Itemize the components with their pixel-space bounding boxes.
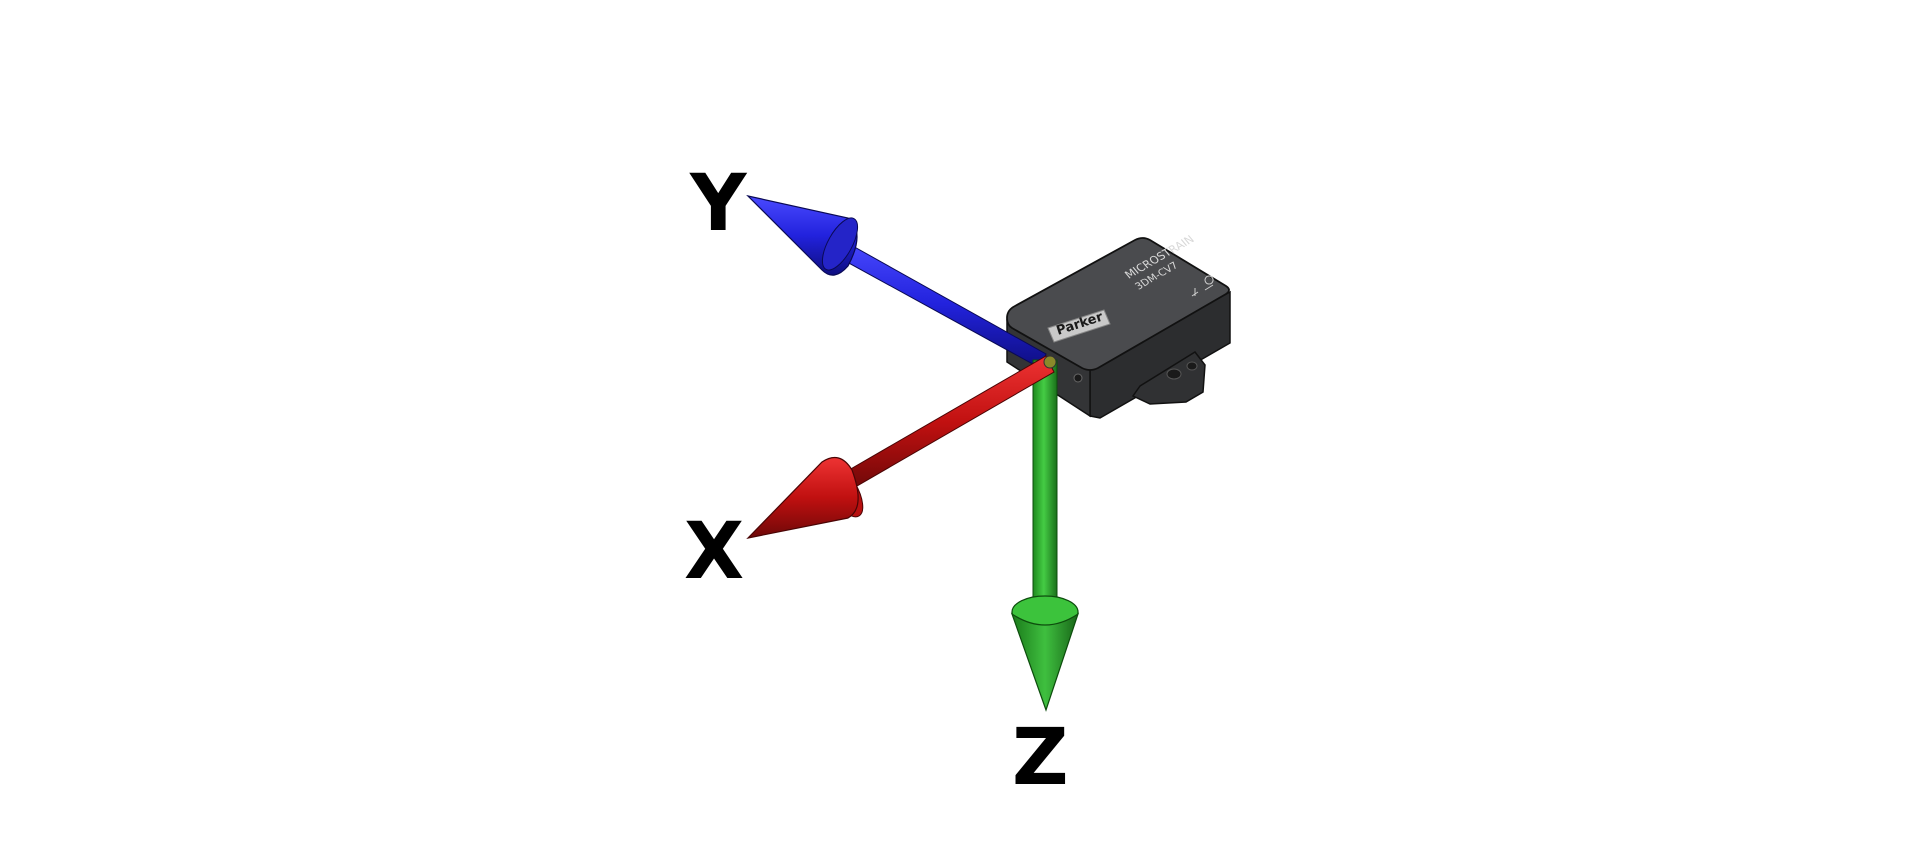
z-axis-arrow	[1010, 359, 1080, 712]
x-axis-cone	[746, 456, 859, 539]
y-axis-cone-base	[821, 217, 859, 271]
y-axis-arrow	[746, 194, 1047, 369]
z-axis-label: Z	[1012, 713, 1069, 803]
x-axis-shaft	[841, 355, 1055, 491]
device-connector-port	[1073, 373, 1083, 383]
z-axis-cone	[1010, 612, 1080, 712]
y-axis-shaft	[835, 239, 1047, 369]
x-axis-label: X	[684, 507, 744, 597]
x-axis-arrow	[746, 355, 1055, 539]
z-axis-shaft	[1032, 359, 1058, 611]
mount-hole	[1166, 368, 1182, 380]
device-orientation-marks	[1191, 275, 1214, 297]
origin-point	[1043, 355, 1057, 369]
mount-hole	[1186, 361, 1198, 371]
y-axis-label: Y	[689, 159, 748, 249]
brand-logo-plate	[1047, 309, 1111, 343]
